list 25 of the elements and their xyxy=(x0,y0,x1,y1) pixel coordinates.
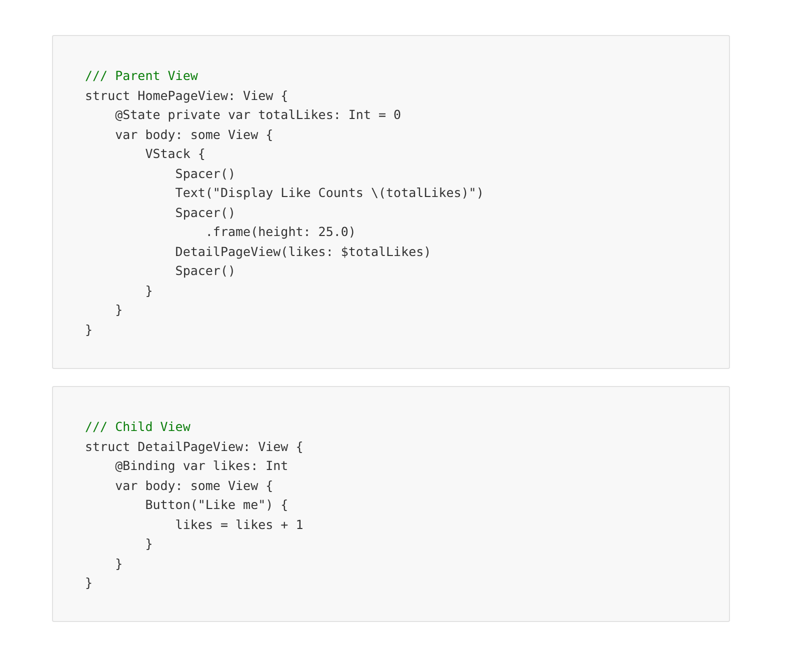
code-line: VStack { xyxy=(144,145,206,163)
code-line: Spacer() xyxy=(174,164,236,183)
code-line: } xyxy=(144,535,153,553)
code-line: var body: some View { xyxy=(114,476,274,495)
code-line: } xyxy=(114,554,123,572)
code-line: struct HomePageView: View { xyxy=(85,86,288,105)
code-comment: /// Parent View xyxy=(85,67,198,85)
code-block xyxy=(52,35,730,369)
code-line: } xyxy=(114,301,123,319)
code-line: } xyxy=(85,320,93,338)
code-line: Spacer() xyxy=(174,262,236,280)
code-line: struct DetailPageView: View { xyxy=(85,438,304,456)
code-line: likes = likes + 1 xyxy=(174,516,304,534)
code-comment: /// Child View xyxy=(85,418,190,436)
code-line: Spacer() xyxy=(174,204,236,222)
code-line: @Binding var likes: Int xyxy=(114,457,288,475)
code-line: var body: some View { xyxy=(114,126,274,144)
code-line: } xyxy=(144,282,153,300)
code-line: } xyxy=(85,574,93,592)
code-block xyxy=(52,386,730,622)
code-line: Button("Like me") { xyxy=(144,496,288,514)
code-line: .frame(height: 25.0) xyxy=(204,223,356,241)
code-line: @State private var totalLikes: Int = 0 xyxy=(114,106,402,124)
code-line: Text("Display Like Counts \(totalLikes)") xyxy=(174,184,484,202)
code-line: DetailPageView(likes: $totalLikes) xyxy=(174,242,432,261)
